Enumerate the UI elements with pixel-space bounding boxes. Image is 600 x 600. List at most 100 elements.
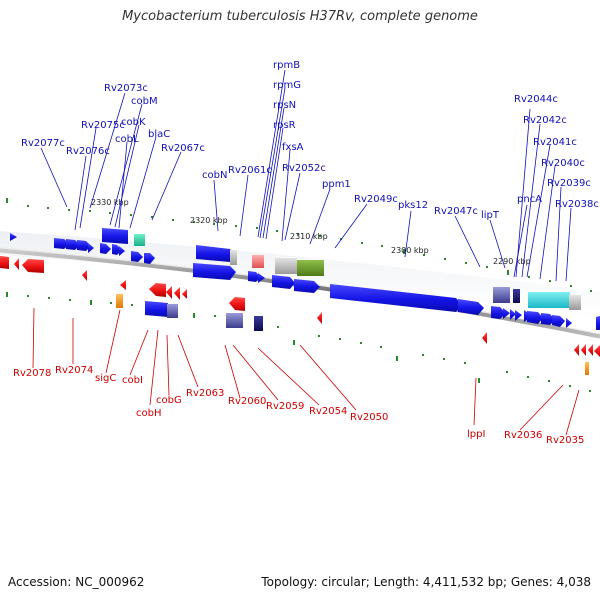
gene: [252, 255, 264, 268]
gene: [182, 289, 187, 299]
gene: [102, 228, 128, 244]
gene: [588, 344, 593, 356]
gene-label-Rv2052c: Rv2052c: [282, 163, 326, 174]
gene-label-Rv2049c: Rv2049c: [354, 194, 398, 205]
gene: [248, 271, 260, 282]
gene: [317, 312, 322, 324]
gene-label-blaC: blaC: [148, 129, 170, 140]
gene: [145, 301, 168, 317]
gene: [491, 306, 506, 319]
gene-label-cobN: cobN: [202, 170, 227, 181]
gene-label-Rv2036: Rv2036: [504, 430, 542, 441]
gene: [119, 246, 125, 256]
gene-label-Rv2050: Rv2050: [350, 412, 388, 423]
gene-label-Rv2040c: Rv2040c: [541, 158, 585, 169]
gene: [515, 310, 522, 321]
gene-label-cobI: cobI: [122, 375, 143, 386]
gene: [120, 280, 126, 290]
gene: [541, 313, 555, 325]
gene: [144, 253, 155, 264]
gene-label-rpsR: rpsR: [273, 120, 296, 131]
gene: [254, 316, 263, 331]
gene-label-Rv2060: Rv2060: [228, 396, 266, 407]
gene: [196, 245, 236, 262]
map-title: Mycobacterium tuberculosis H37Rv, comple…: [122, 9, 478, 24]
gene: [116, 294, 123, 308]
forward-callout-lines: [40, 69, 572, 282]
gene-label-rpsN: rpsN: [273, 100, 296, 111]
gene: [275, 258, 297, 274]
gene-label-pncA: pncA: [517, 194, 542, 205]
gene-label-cobM: cobM: [131, 96, 158, 107]
gene-label-Rv2041c: Rv2041c: [533, 137, 577, 148]
gene: [596, 316, 600, 330]
gene: [527, 311, 543, 324]
gene: [22, 259, 44, 273]
gene-label-Rv2078: Rv2078: [13, 368, 51, 379]
gene: [131, 251, 143, 262]
gene: [66, 239, 80, 250]
gene: [100, 243, 111, 254]
scale-label-2300: 2300 kbp: [391, 246, 429, 255]
gene-label-cobG: cobG: [156, 395, 182, 406]
gene: [149, 283, 166, 297]
gene-label-Rv2074: Rv2074: [55, 365, 93, 376]
gene-label-cobK: cobK: [121, 117, 146, 128]
gene-label-lipT: lipT: [481, 210, 500, 221]
gene-label-cobH: cobH: [136, 408, 161, 419]
gene: [513, 289, 520, 303]
gene-label-Rv2075c: Rv2075c: [81, 120, 125, 131]
lower-ticks: [6, 292, 591, 392]
gene-label-Rv2059: Rv2059: [266, 401, 304, 412]
gene: [88, 243, 94, 253]
gene: [166, 286, 172, 299]
reverse-labels: Rv2078 Rv2074 sigC cobI cobH cobG Rv2063…: [13, 365, 584, 446]
upper-ticks: [6, 198, 592, 292]
gene-label-lppI: lppI: [467, 429, 485, 440]
gene-label-Rv2042c: Rv2042c: [523, 115, 567, 126]
gene: [581, 344, 586, 356]
gene: [294, 279, 320, 293]
gene: [167, 304, 178, 318]
genome-summary: Topology: circular; Length: 4,411,532 bp…: [261, 575, 591, 589]
gene: [0, 256, 9, 269]
gene: [552, 315, 565, 327]
gene: [585, 362, 589, 375]
scale-label-2330: 2330 kbp: [91, 198, 129, 207]
scale-labels: 2330 kbp 2320 kbp 2310 kbp 2300 kbp 2290…: [91, 198, 531, 266]
gene-label-rpmB: rpmB: [273, 60, 300, 71]
gene-label-fxsA: fxsA: [282, 142, 304, 153]
gene: [330, 284, 462, 312]
gene: [297, 260, 324, 276]
forward-labels: rpmB rpmG rpsN rpsR fxsA Rv2073c cobM co…: [21, 60, 599, 221]
gene-label-Rv2039c: Rv2039c: [547, 178, 591, 189]
gene: [134, 234, 145, 246]
gene-label-cobL: cobL: [115, 134, 139, 145]
gene: [503, 308, 510, 319]
gene-label-Rv2077c: Rv2077c: [21, 138, 65, 149]
gene: [193, 263, 236, 280]
gene: [14, 258, 19, 270]
gene: [594, 345, 600, 357]
gene: [493, 287, 510, 303]
gene: [569, 295, 581, 310]
reverse-callout-lines: [32, 307, 580, 436]
gene-label-Rv2035: Rv2035: [546, 435, 584, 446]
gene: [82, 270, 87, 281]
gene-label-rpmG: rpmG: [273, 80, 301, 91]
gene: [226, 313, 243, 328]
reverse-genes: [0, 256, 600, 375]
gene-label-Rv2047c: Rv2047c: [434, 206, 478, 217]
accession-label: Accession: NC_000962: [8, 575, 145, 589]
forward-genes: [10, 228, 600, 330]
gene: [258, 273, 265, 283]
gene: [510, 309, 516, 320]
scale-label-2320: 2320 kbp: [190, 216, 228, 225]
gene: [566, 318, 572, 328]
gene-label-sigC: sigC: [95, 373, 116, 384]
gene: [77, 240, 91, 251]
gene-label-Rv2076c: Rv2076c: [66, 146, 110, 157]
gene: [174, 287, 180, 300]
scale-label-2290: 2290 kbp: [493, 257, 531, 266]
gene: [10, 233, 17, 241]
